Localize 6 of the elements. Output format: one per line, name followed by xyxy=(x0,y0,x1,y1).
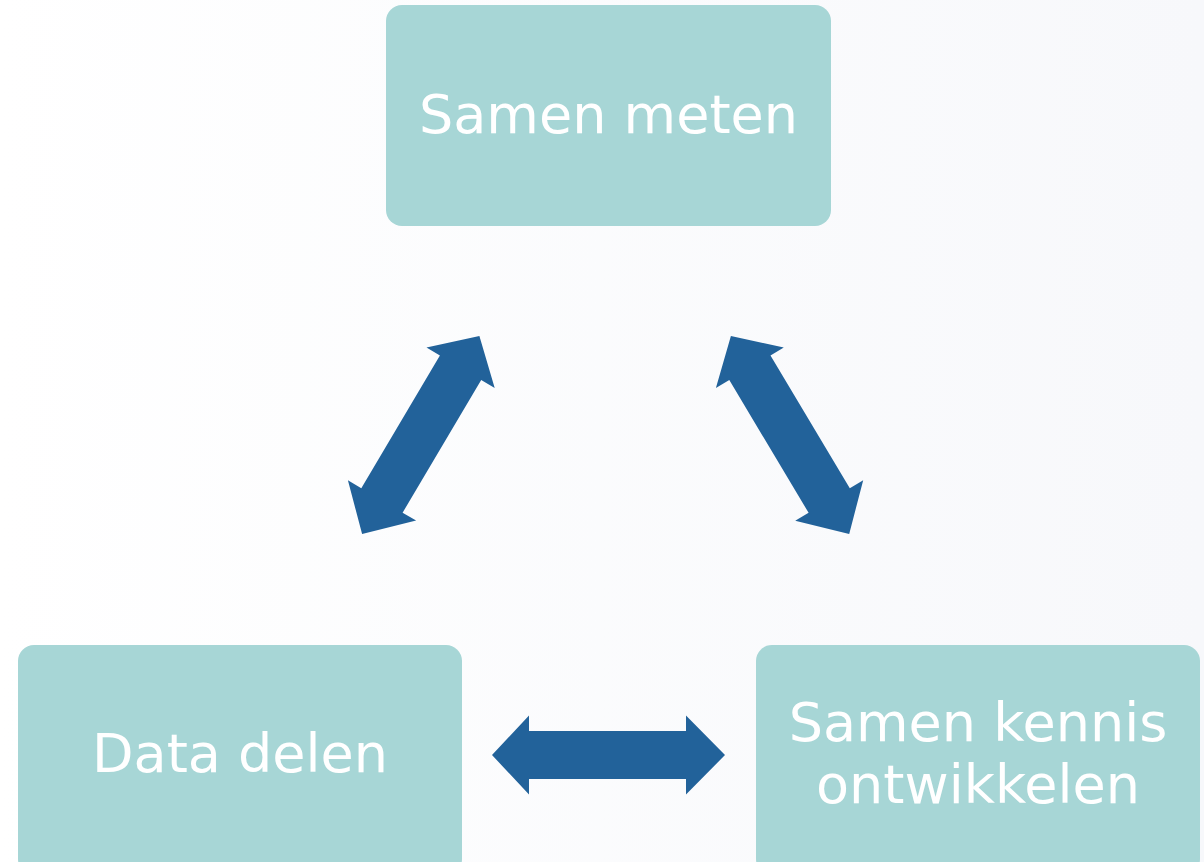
double-arrow xyxy=(347,336,495,534)
process-box: Samen kennis ontwikkelen xyxy=(756,645,1200,862)
double-arrow xyxy=(715,336,864,534)
process-box: Samen meten xyxy=(386,5,831,226)
double-arrow xyxy=(492,715,725,795)
process-box: Data delen xyxy=(18,645,462,862)
